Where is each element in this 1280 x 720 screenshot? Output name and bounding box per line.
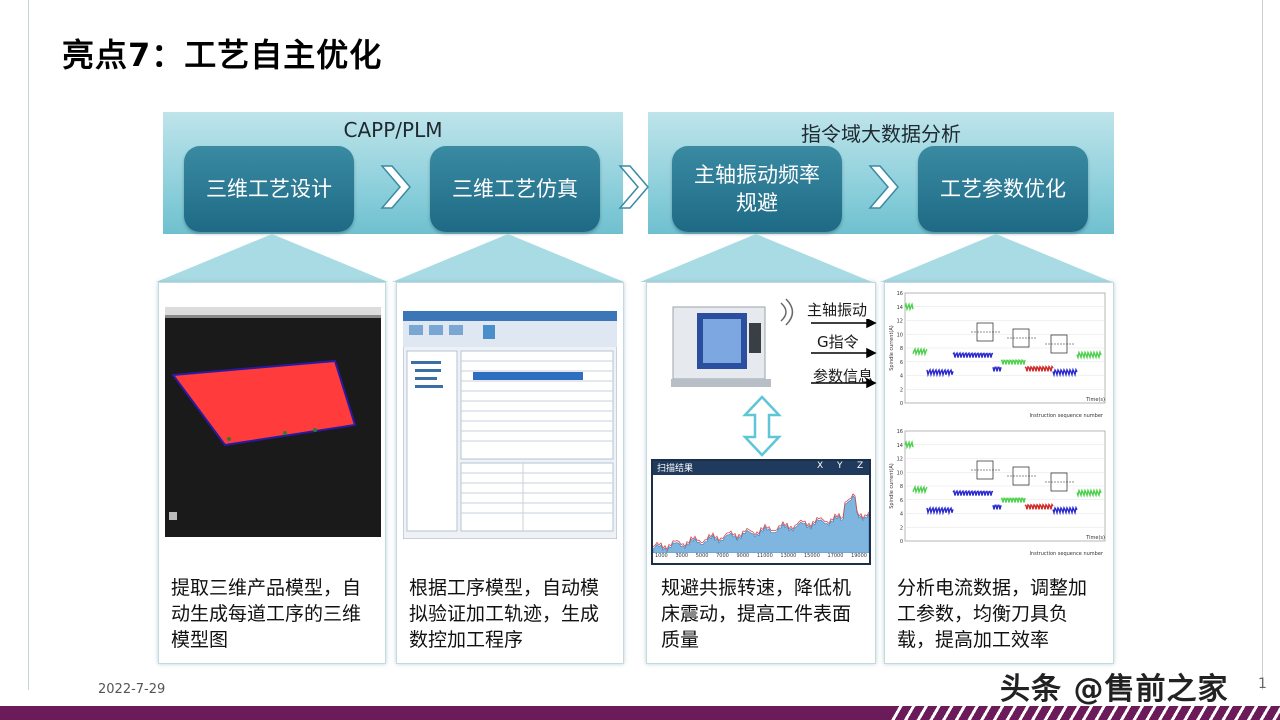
chevron-right-icon: [868, 165, 899, 209]
y-tick-label: 0: [900, 401, 903, 407]
signal-label: G指令: [817, 333, 859, 351]
y-tick-label: 14: [897, 305, 903, 311]
y-tick-label: 14: [897, 443, 903, 449]
x-axis-time-label: Time(s): [1085, 535, 1105, 541]
window-title: 扫描结果: [657, 464, 694, 474]
connector-triangle: [392, 234, 624, 282]
left-guide-line: [28, 0, 29, 690]
y-axis-label: Spindle current(A): [889, 463, 895, 509]
y-tick-label: 10: [897, 332, 903, 338]
y-tick-label: 12: [897, 319, 903, 325]
card-3d-model: 提取三维产品模型，自动生成每道工序的三维模型图: [158, 282, 386, 664]
step-3d-process-simulation: 三维工艺仿真: [430, 146, 600, 232]
page-number: 1: [1258, 676, 1267, 692]
y-tick-label: 10: [897, 470, 903, 476]
bidirectional-arrow-icon: [742, 395, 782, 457]
y-tick-label: 4: [900, 512, 903, 518]
connector-triangle: [156, 234, 388, 282]
cad-model-screenshot: [165, 307, 381, 537]
y-tick-label: 8: [900, 346, 903, 352]
slide-title: 亮点7：工艺自主优化: [62, 36, 383, 74]
y-tick-label: 8: [900, 484, 903, 490]
y-tick-label: 6: [900, 498, 903, 504]
section-title-capp: CAPP/PLM: [343, 118, 443, 142]
machine-tool-image: [671, 306, 771, 387]
card-process-simulation: 根据工序模型，自动模拟验证加工轨迹，生成数控加工程序: [396, 282, 624, 664]
connector-triangle: [640, 234, 872, 282]
y-axis-label: Spindle current(A): [889, 325, 895, 371]
window-control-z[interactable]: Z: [857, 461, 864, 471]
card-description: 规避共振转速，降低机床震动，提高工件表面质量: [661, 577, 852, 651]
chevron-right-icon: [380, 165, 411, 209]
step-3d-process-design: 三维工艺设计: [184, 146, 354, 232]
connector-triangle: [880, 234, 1112, 282]
y-tick-label: 2: [900, 387, 903, 393]
x-axis-label: Instruction sequence number: [1029, 551, 1103, 557]
card-description: 分析电流数据，调整加工参数，均衡刀具负载，提高加工效率: [897, 577, 1088, 651]
signal-arrows: [811, 319, 877, 389]
signal-label: 主轴振动: [807, 301, 868, 319]
capp-software-screenshot: [403, 311, 617, 539]
x-axis-time-label: Time(s): [1085, 397, 1105, 403]
y-tick-label: 12: [897, 457, 903, 463]
wireless-signal-icon: [780, 298, 794, 326]
y-tick-label: 6: [900, 360, 903, 366]
footer-bar: [0, 706, 1280, 720]
card-description: 根据工序模型，自动模拟验证加工轨迹，生成数控加工程序: [409, 577, 600, 651]
y-tick-label: 16: [897, 291, 903, 297]
right-guide-line: [1262, 0, 1263, 690]
window-control-x[interactable]: X: [817, 461, 824, 471]
footer-date: 2022-7-29: [98, 682, 166, 697]
y-tick-label: 0: [900, 539, 903, 545]
signal-label: 参数信息: [813, 367, 874, 385]
chevron-right-icon: [618, 165, 649, 209]
card-description: 提取三维产品模型，自动生成每道工序的三维模型图: [171, 577, 362, 651]
step-spindle-vibration-avoidance: 主轴振动频率 规避: [672, 146, 842, 232]
watermark: 头条 @售前之家: [1000, 672, 1229, 707]
y-tick-label: 2: [900, 525, 903, 531]
x-axis-label: Instruction sequence number: [1029, 413, 1103, 419]
section-title-bigdata: 指令域大数据分析: [801, 122, 961, 146]
step-process-parameter-optimization: 工艺参数优化: [918, 146, 1088, 232]
y-tick-label: 16: [897, 429, 903, 435]
window-titlebar: 扫描结果 X Y Z: [653, 461, 869, 475]
window-control-y[interactable]: Y: [837, 461, 843, 471]
vibration-spectrum: [652, 475, 870, 554]
y-tick-label: 4: [900, 374, 903, 380]
